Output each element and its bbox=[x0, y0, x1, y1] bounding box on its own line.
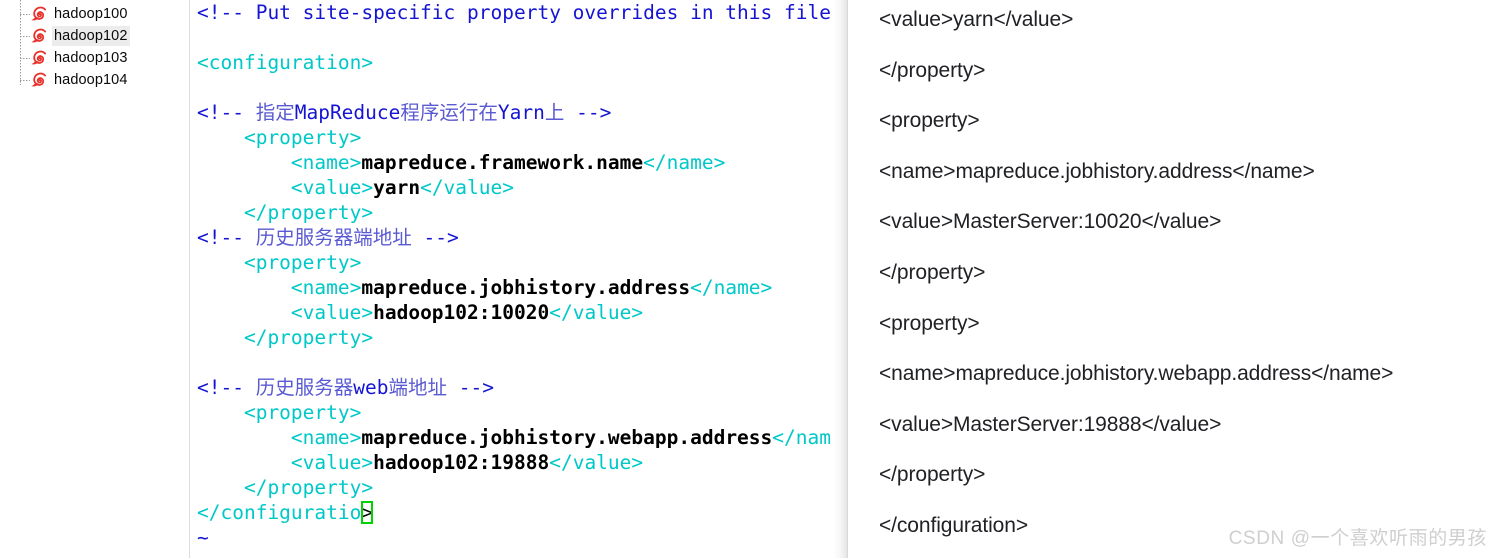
session-item-hadoop103[interactable]: hadoop103 bbox=[0, 47, 189, 69]
terminal-text[interactable]: <!-- Put site-specific property override… bbox=[197, 0, 831, 550]
terminal-text-span: --> bbox=[446, 376, 494, 399]
terminal-line: <value>hadoop102:19888</value> bbox=[197, 450, 831, 475]
terminal-line: ~ bbox=[197, 525, 831, 550]
terminal-text-span: 上 bbox=[544, 101, 565, 124]
terminal-line: </property> bbox=[197, 475, 831, 500]
terminal-line: <!-- Put site-specific property override… bbox=[197, 0, 831, 25]
terminal-line bbox=[197, 25, 831, 50]
xshell-session-icon bbox=[31, 28, 48, 45]
terminal-line: <!-- 指定MapReduce程序运行在Yarn上 --> bbox=[197, 100, 831, 125]
terminal-line: <value>yarn</value> bbox=[197, 175, 831, 200]
terminal-text-span: hadoop102:10020 bbox=[373, 301, 550, 324]
terminal-line: <name>mapreduce.jobhistory.address</name… bbox=[197, 275, 831, 300]
terminal-text-span: MapReduce bbox=[294, 101, 401, 124]
session-item-label: hadoop100 bbox=[54, 6, 128, 22]
session-item-label: hadoop103 bbox=[54, 50, 128, 66]
terminal-line: <value>hadoop102:10020</value> bbox=[197, 300, 831, 325]
terminal-text-span: --> bbox=[411, 226, 459, 249]
terminal-text-span: 端地址 bbox=[388, 376, 447, 399]
notes-line: <value>MasterServer:10020</value> bbox=[879, 210, 1222, 234]
session-item-hadoop100[interactable]: hadoop100 bbox=[0, 3, 189, 25]
notes-line: </property> bbox=[879, 463, 986, 487]
terminal-text-span: </name> bbox=[643, 151, 726, 174]
terminal-text-span: <property> bbox=[197, 126, 362, 149]
terminal-text-span: </value> bbox=[549, 451, 644, 474]
terminal-text-span: <property> bbox=[197, 251, 362, 274]
session-item-label: hadoop102 bbox=[52, 26, 131, 46]
terminal-text-span: mapreduce.framework.name bbox=[361, 151, 644, 174]
terminal-line: <!-- 历史服务器端地址 --> bbox=[197, 225, 831, 250]
terminal-text-span: </value> bbox=[549, 301, 644, 324]
terminal-text-span: <!-- bbox=[197, 101, 256, 124]
terminal-line bbox=[197, 350, 831, 375]
terminal-text-span: hadoop102:19888 bbox=[373, 451, 550, 474]
terminal-line: <name>mapreduce.jobhistory.webapp.addres… bbox=[197, 425, 831, 450]
xshell-session-icon bbox=[31, 6, 48, 23]
terminal-line: <configuration> bbox=[197, 50, 831, 75]
terminal-text-span: ~ bbox=[197, 526, 209, 549]
terminal-line: <property> bbox=[197, 250, 831, 275]
terminal-text-span: 指定 bbox=[255, 101, 295, 124]
terminal-panel[interactable]: <!-- Put site-specific property override… bbox=[190, 0, 847, 558]
notes-line: <name>mapreduce.jobhistory.webapp.addres… bbox=[879, 362, 1394, 386]
terminal-cursor: > bbox=[361, 501, 374, 524]
xshell-session-icon bbox=[31, 50, 48, 67]
terminal-line: <name>mapreduce.framework.name</name> bbox=[197, 150, 831, 175]
terminal-text-span: <!-- Put site-specific property override… bbox=[197, 1, 831, 24]
terminal-line: </configuratio> bbox=[197, 500, 831, 525]
notes-line: <value>MasterServer:19888</value> bbox=[879, 412, 1222, 436]
terminal-line: <property> bbox=[197, 125, 831, 150]
terminal-line: <!-- 历史服务器web端地址 --> bbox=[197, 375, 831, 400]
terminal-text-span: 历史服务器 bbox=[255, 376, 354, 399]
notes-line: <name>mapreduce.jobhistory.address</name… bbox=[879, 159, 1315, 183]
terminal-line bbox=[197, 75, 831, 100]
terminal-text-span: </property> bbox=[197, 326, 374, 349]
terminal-line: </property> bbox=[197, 325, 831, 350]
notes-line: </property> bbox=[879, 260, 986, 284]
terminal-text-span: Yarn bbox=[497, 101, 545, 124]
terminal-text-span: 程序运行在 bbox=[400, 101, 498, 124]
notes-line: </property> bbox=[879, 58, 986, 82]
terminal-text-span: <name> bbox=[197, 276, 362, 299]
terminal-text-span: web bbox=[353, 376, 389, 399]
session-item-label: hadoop104 bbox=[54, 72, 128, 88]
session-tree: hadoop100 hadoop102 hadoop103 hadoop104 bbox=[0, 0, 189, 91]
session-item-hadoop102[interactable]: hadoop102 bbox=[0, 25, 189, 47]
terminal-text-span: </property> bbox=[197, 476, 374, 499]
terminal-text-span: </nam bbox=[772, 426, 831, 449]
xshell-session-icon bbox=[31, 72, 48, 89]
terminal-text-span: <!-- bbox=[197, 226, 256, 249]
terminal-line: </property> bbox=[197, 200, 831, 225]
terminal-text-span: <value> bbox=[197, 301, 374, 324]
terminal-text-span: </configuratio bbox=[197, 501, 362, 524]
terminal-text-span: yarn bbox=[373, 176, 421, 199]
terminal-text-span: --> bbox=[564, 101, 612, 124]
terminal-line: <property> bbox=[197, 400, 831, 425]
session-tree-panel: hadoop100 hadoop102 hadoop103 hadoop104 bbox=[0, 0, 190, 558]
notes-line: <value>yarn</value> bbox=[879, 8, 1074, 31]
terminal-text-span: <name> bbox=[197, 426, 362, 449]
terminal-text-span: mapreduce.jobhistory.address bbox=[361, 276, 691, 299]
terminal-text-span: mapreduce.jobhistory.webapp.address bbox=[361, 426, 773, 449]
terminal-text-span: <value> bbox=[197, 451, 374, 474]
terminal-text-span: <value> bbox=[197, 176, 374, 199]
terminal-text-span: </property> bbox=[197, 201, 374, 224]
terminal-text-span: <!-- bbox=[197, 376, 256, 399]
notes-panel: <value>yarn</value> </property> <property>… bbox=[847, 0, 1501, 558]
notes-xml-list: <value>yarn</value> </property> <property>… bbox=[879, 0, 1393, 552]
terminal-text-span: 历史服务器端地址 bbox=[255, 226, 412, 249]
notes-line: <property> bbox=[879, 311, 980, 335]
terminal-text-span: </value> bbox=[420, 176, 514, 199]
notes-line: <property> bbox=[879, 109, 980, 133]
terminal-text-span: <name> bbox=[197, 151, 362, 174]
terminal-text-span: </name> bbox=[690, 276, 773, 299]
terminal-text-span: <configuration> bbox=[197, 51, 374, 74]
session-item-hadoop104[interactable]: hadoop104 bbox=[0, 69, 189, 91]
notes-line: </configuration> bbox=[879, 513, 1029, 537]
terminal-text-span: <property> bbox=[197, 401, 362, 424]
